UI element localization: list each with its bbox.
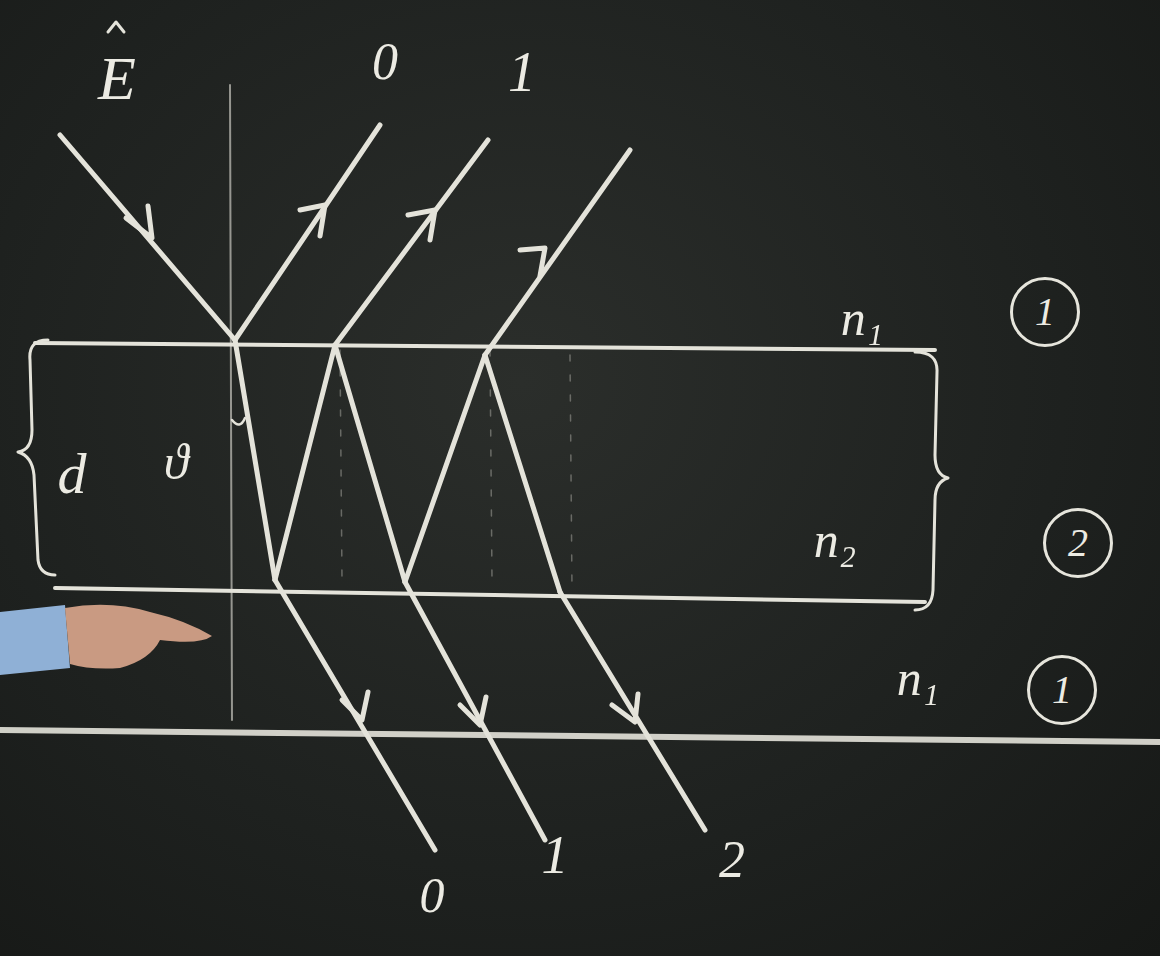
medium-number: 1 xyxy=(1035,292,1055,332)
medium-number: 2 xyxy=(1068,523,1088,563)
board-label: 1 xyxy=(542,828,569,882)
board-label: n₂ xyxy=(814,515,856,565)
medium-circle: 1 xyxy=(1027,655,1097,725)
board-label: 2 xyxy=(719,834,745,886)
board-label: E xyxy=(98,47,136,109)
board-label: 0 xyxy=(372,36,398,88)
thickness-brace xyxy=(18,340,55,575)
lecturer-hand xyxy=(0,605,212,675)
light-rays xyxy=(60,125,705,850)
board-label: 1 xyxy=(508,44,536,100)
medium-brace xyxy=(915,352,948,610)
board-line xyxy=(0,730,1160,742)
vector-mark xyxy=(108,22,124,32)
board-label: 0 xyxy=(420,870,445,920)
bottom-boundary xyxy=(55,588,925,602)
medium-number: 1 xyxy=(1052,670,1072,710)
arrowheads xyxy=(126,205,638,725)
board-label: n₁ xyxy=(841,293,883,343)
medium-circle: 1 xyxy=(1010,277,1080,347)
top-boundary xyxy=(35,343,935,350)
angle-arc xyxy=(232,418,245,425)
board-label: ϑ xyxy=(164,437,189,487)
normal-line xyxy=(230,85,232,720)
board-label: n₁ xyxy=(897,653,939,703)
medium-circle: 2 xyxy=(1043,508,1113,578)
board-label: d xyxy=(58,445,87,503)
